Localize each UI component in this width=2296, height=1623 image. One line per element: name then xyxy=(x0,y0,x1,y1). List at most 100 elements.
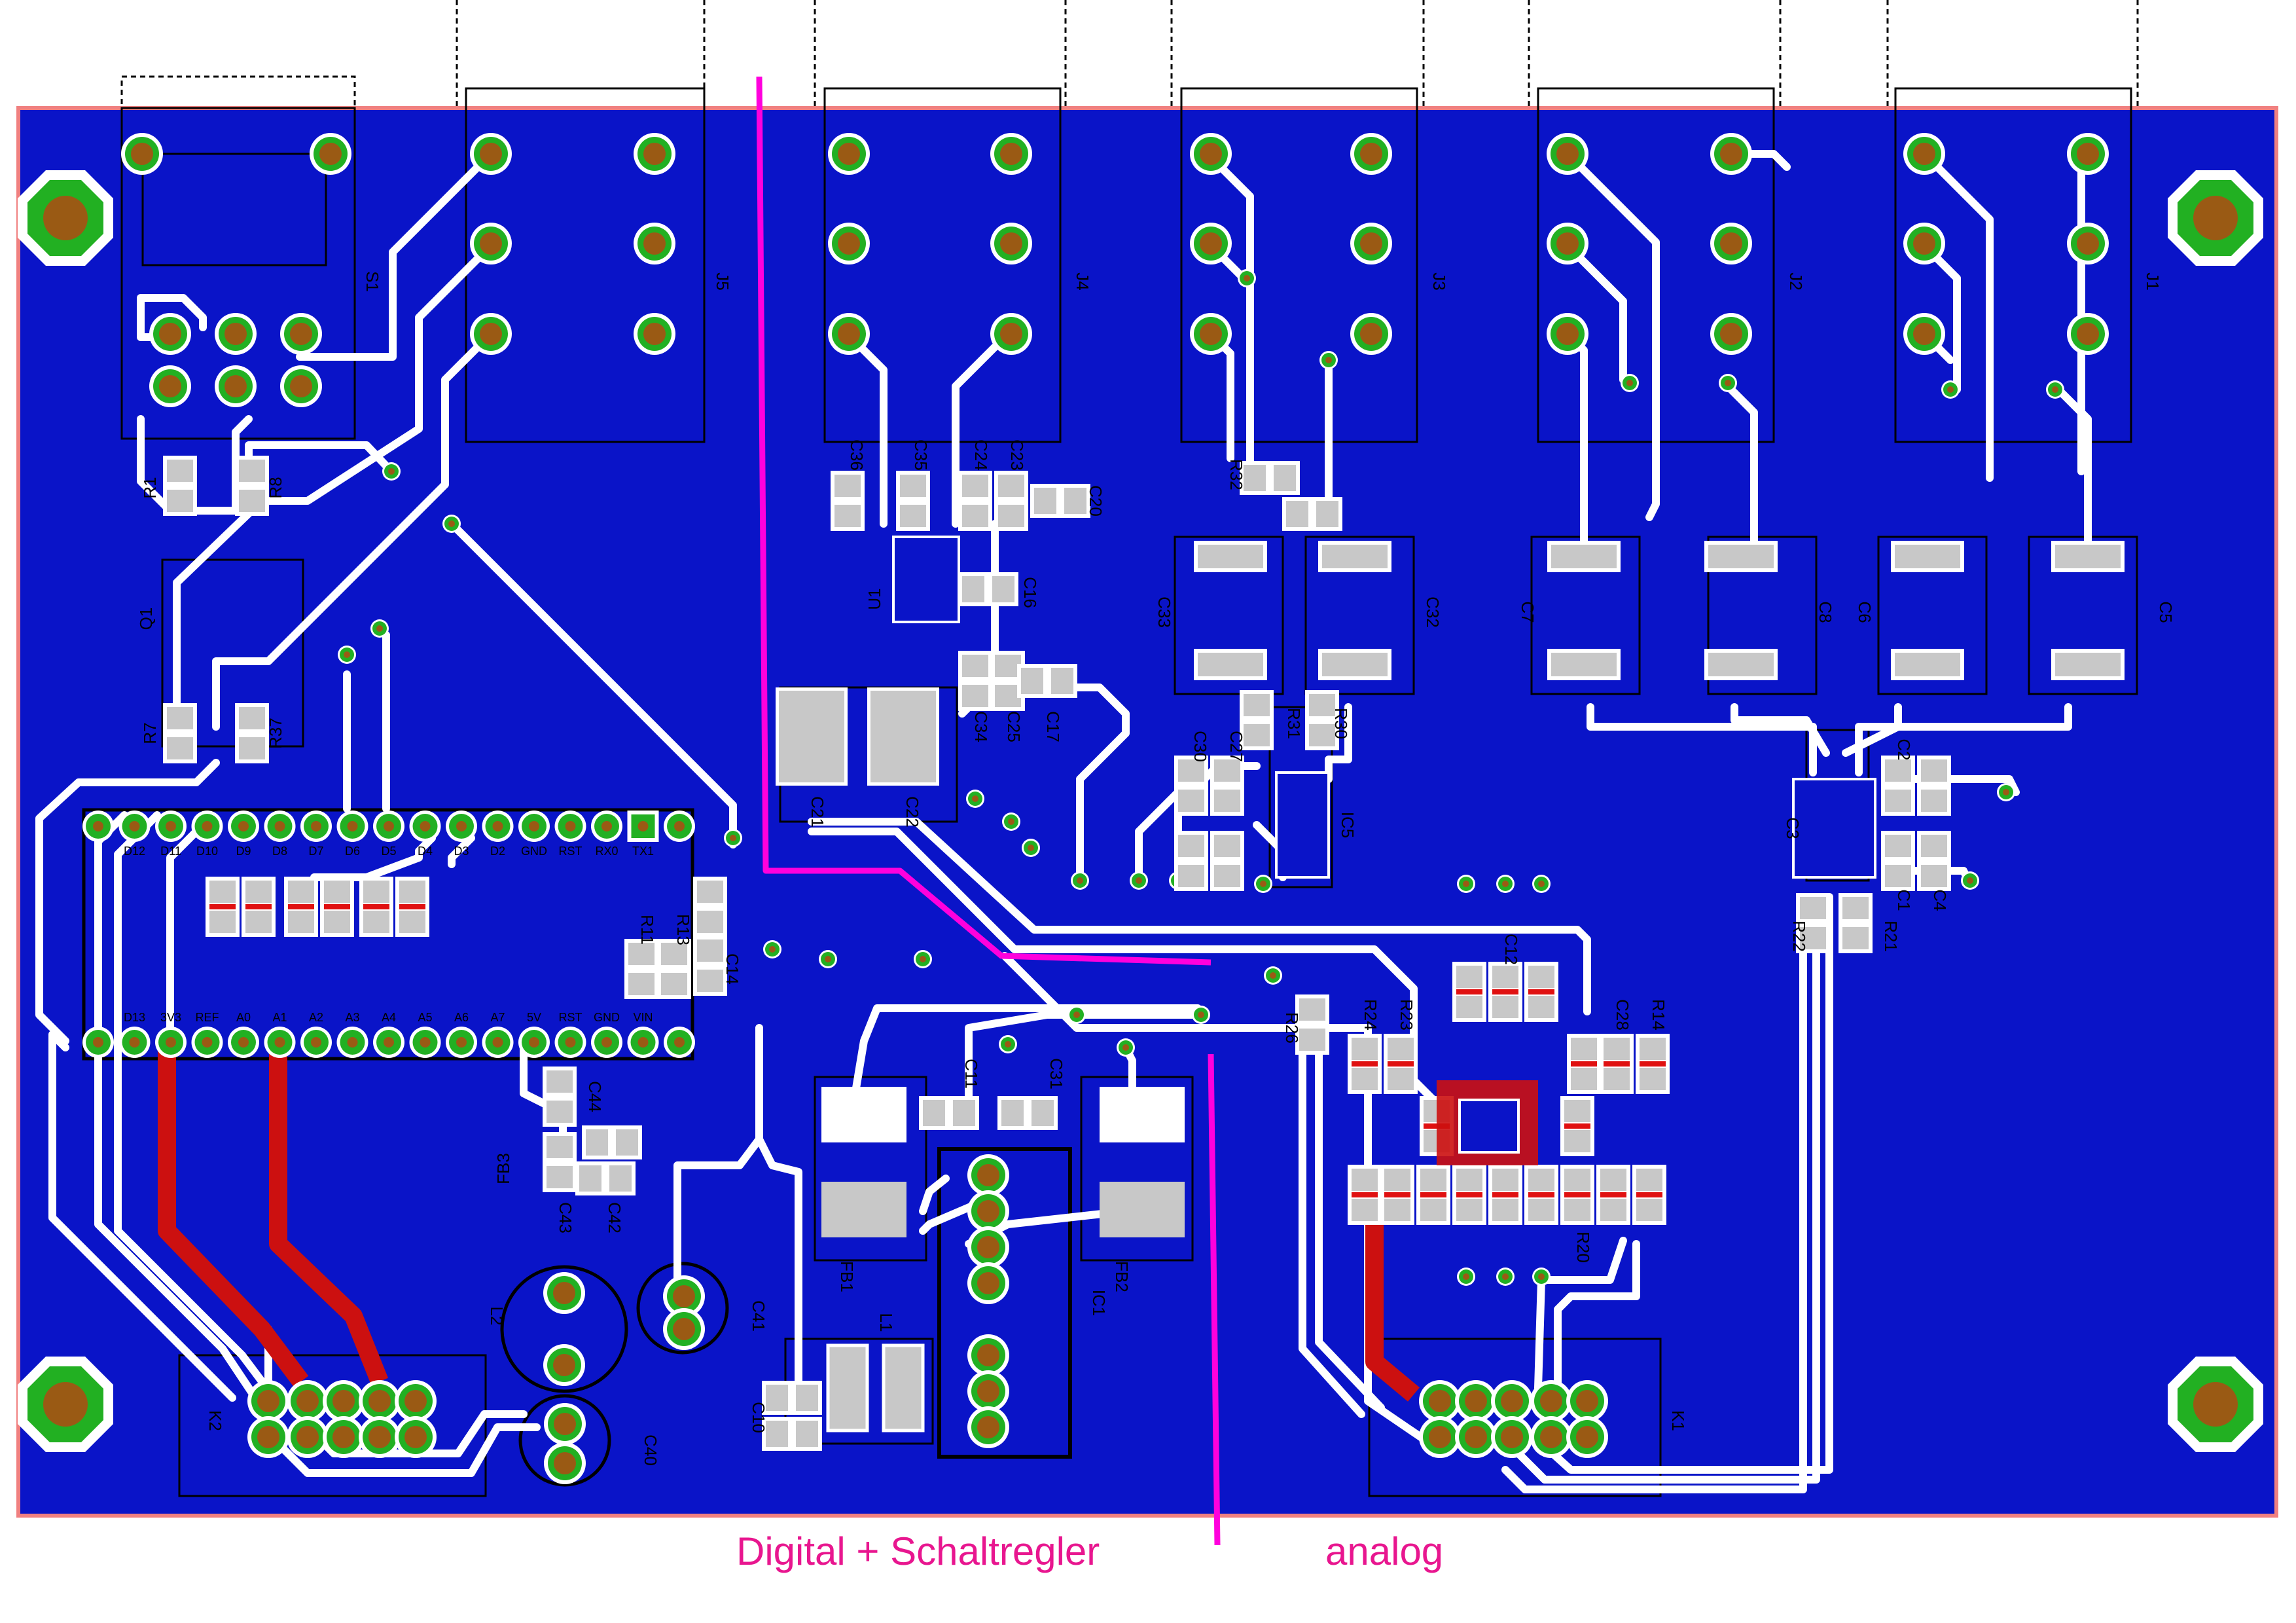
ref-c3: C3 xyxy=(1783,817,1803,839)
ref-q1: Q1 xyxy=(136,608,156,630)
ref-c36: C36 xyxy=(847,439,867,471)
header-pin-label: A1 xyxy=(272,1011,287,1024)
ref-r26: R26 xyxy=(1282,1012,1302,1044)
analog-digital-divider xyxy=(756,76,1211,966)
ref-r7: R7 xyxy=(140,722,160,744)
ref-j1: J1 xyxy=(2143,272,2162,290)
header-pin-label: RX0 xyxy=(595,845,618,858)
bottom-traces xyxy=(158,1048,1420,1402)
ref-c30: C30 xyxy=(1191,731,1210,762)
right-region-annotation: analog xyxy=(1325,1529,1444,1573)
header-pin-label: A2 xyxy=(309,1011,323,1024)
ref-c43: C43 xyxy=(556,1202,575,1233)
ic-bodies xyxy=(776,536,1876,1432)
header-pin-label: D4 xyxy=(418,845,433,858)
ref-c21: C21 xyxy=(808,796,827,828)
header-pin-label: A5 xyxy=(418,1011,432,1024)
header-pin-label: D6 xyxy=(345,845,360,858)
header-pin-label: D8 xyxy=(272,845,287,858)
header-pin-label: A6 xyxy=(454,1011,469,1024)
ref-fb2: FB2 xyxy=(1112,1261,1132,1292)
ref-r24: R24 xyxy=(1361,999,1380,1030)
header-pin-label: D7 xyxy=(308,845,323,858)
ref-c8: C8 xyxy=(1816,601,1835,623)
ref-c28: C28 xyxy=(1613,999,1632,1030)
header-pin-label: 3V3 xyxy=(160,1011,181,1024)
ref-l1: L1 xyxy=(876,1313,896,1332)
ref-r1: R1 xyxy=(140,477,160,498)
header-pin-label: RST xyxy=(559,845,583,858)
header-pin-label: RST xyxy=(559,1011,583,1024)
ref-r31: R31 xyxy=(1284,708,1304,739)
ref-c41: C41 xyxy=(749,1300,768,1332)
header-pin-label: D3 xyxy=(454,845,469,858)
ref-c4: C4 xyxy=(1930,889,1950,911)
header-pin-label: D2 xyxy=(490,845,505,858)
header-pin-label: A0 xyxy=(236,1011,251,1024)
ref-c32: C32 xyxy=(1423,596,1443,628)
ref-c20: C20 xyxy=(1086,485,1105,517)
ref-l2: L2 xyxy=(487,1307,507,1326)
ref-ic1: IC1 xyxy=(1089,1290,1109,1316)
ref-ic5: IC5 xyxy=(1338,812,1357,838)
header-pin-label: TX1 xyxy=(632,845,654,858)
ref-c42: C42 xyxy=(605,1202,624,1233)
ref-c1: C1 xyxy=(1894,889,1914,911)
ref-r30: R30 xyxy=(1331,708,1351,739)
ref-j4: J4 xyxy=(1073,272,1092,290)
ref-r13: R13 xyxy=(673,914,693,945)
ref-c24: C24 xyxy=(971,439,991,471)
ref-c31: C31 xyxy=(1047,1058,1066,1089)
header-pin-label: 5V xyxy=(527,1011,541,1024)
header-pin-label: REF xyxy=(196,1011,219,1024)
ref-c6: C6 xyxy=(1855,601,1874,623)
header-pin-label: D12 xyxy=(124,845,145,858)
ref-c2: C2 xyxy=(1894,739,1914,760)
ref-c44: C44 xyxy=(585,1081,605,1112)
header-pin-label: D5 xyxy=(381,845,396,858)
header-pin-label: D9 xyxy=(236,845,251,858)
connector-outlines-top xyxy=(120,0,2139,111)
ref-r14: R14 xyxy=(1649,999,1668,1030)
ref-r20: R20 xyxy=(1573,1231,1593,1263)
header-pin-label: A3 xyxy=(345,1011,359,1024)
ref-r37: R37 xyxy=(266,718,285,749)
ref-c33: C33 xyxy=(1155,596,1174,628)
ref-c5: C5 xyxy=(2156,601,2176,623)
header-pin-label: GND xyxy=(521,845,547,858)
analog-digital-divider-lower xyxy=(1208,1053,1221,1546)
header-pin-label: D10 xyxy=(196,845,218,858)
ref-c34: C34 xyxy=(971,711,991,742)
header-pin-label: D11 xyxy=(160,845,181,858)
ref-j2: J2 xyxy=(1786,272,1806,290)
ref-c35: C35 xyxy=(911,439,931,471)
ref-u1: U1 xyxy=(865,588,884,610)
ref-k2: K2 xyxy=(206,1410,225,1431)
ref-r22: R22 xyxy=(1789,921,1809,952)
ref-fb1: FB1 xyxy=(837,1261,857,1292)
ref-c23: C23 xyxy=(1007,439,1027,471)
ref-c11: C11 xyxy=(961,1059,981,1089)
ref-c10: C10 xyxy=(749,1402,768,1433)
ref-r23: R23 xyxy=(1397,999,1416,1030)
header-pin-label: A7 xyxy=(490,1011,505,1024)
arduino-header-pins xyxy=(82,811,695,1058)
ref-r21: R21 xyxy=(1881,921,1901,952)
ref-c27: C27 xyxy=(1227,731,1246,762)
header-pin-label: A4 xyxy=(382,1011,396,1024)
ref-c7: C7 xyxy=(1518,601,1537,623)
header-pin-label: VIN xyxy=(633,1011,653,1024)
header-pin-label: GND xyxy=(594,1011,620,1024)
ref-fb3: FB3 xyxy=(493,1153,513,1184)
header-pin-label: D13 xyxy=(124,1011,145,1024)
ref-r8: R8 xyxy=(266,477,285,498)
left-region-annotation: Digital + Schaltregler xyxy=(736,1529,1100,1573)
ref-r11: R11 xyxy=(637,915,657,945)
ref-j3: J3 xyxy=(1429,272,1449,290)
ref-c40: C40 xyxy=(641,1434,660,1466)
ref-c17: C17 xyxy=(1043,711,1063,742)
ref-c12: C12 xyxy=(1501,934,1521,965)
